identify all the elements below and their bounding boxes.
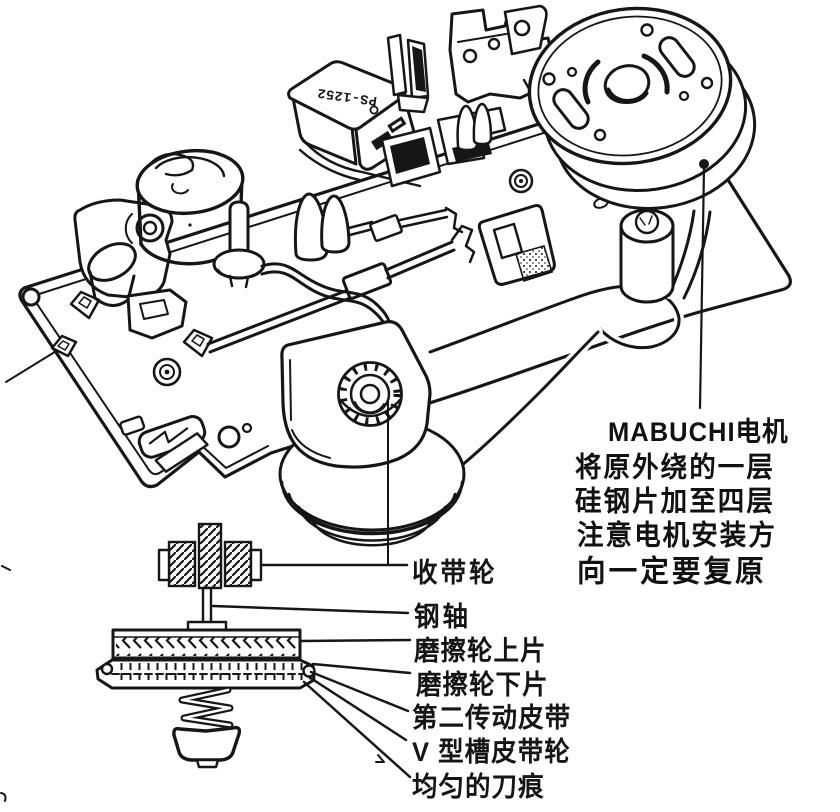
lever-sleeve bbox=[341, 262, 393, 300]
round-hole bbox=[217, 425, 241, 449]
small-pins-and-bracket bbox=[436, 102, 507, 166]
knife-mark-leader bbox=[302, 680, 412, 779]
corner-hole bbox=[21, 287, 41, 307]
friction-disc-upper bbox=[111, 628, 302, 660]
take-up-hub bbox=[157, 522, 263, 590]
frame-bracket bbox=[477, 204, 556, 286]
exploded-view bbox=[95, 522, 316, 769]
top-bracket bbox=[448, 4, 562, 142]
label-second-drive-belt: 第二传动皮带 bbox=[412, 703, 572, 734]
motor-leader bbox=[698, 166, 706, 410]
motor-leader-dot bbox=[699, 159, 709, 169]
belt-leader bbox=[309, 670, 410, 713]
linkage-levers bbox=[206, 204, 556, 354]
label-take-up-wheel: 收带轮 bbox=[412, 558, 498, 589]
shaft-leader bbox=[211, 604, 410, 615]
motor-slot-left bbox=[552, 88, 590, 130]
guide-pins bbox=[293, 192, 351, 262]
motor-slot-right bbox=[658, 36, 696, 78]
fork-post bbox=[386, 33, 430, 114]
motor-note-line-5: 向一定要复原 bbox=[577, 554, 767, 588]
label-friction-wheel-lower: 磨擦轮下片 bbox=[416, 670, 549, 701]
pivot-hub-hole bbox=[152, 357, 182, 387]
motor-note-line-1: MABUCHI电机 bbox=[608, 417, 789, 448]
slot-group bbox=[119, 415, 209, 473]
label-friction-wheel-upper: 磨擦轮上片 bbox=[414, 636, 547, 667]
screw-head bbox=[508, 168, 534, 194]
label-uniform-knife-marks: 均匀的刀痕 bbox=[412, 772, 545, 803]
erase-head-assembly bbox=[5, 148, 408, 383]
dark-band-component bbox=[380, 126, 442, 188]
friction-disc-lower bbox=[95, 658, 316, 690]
belt-post bbox=[619, 208, 675, 304]
mabuchi-motor bbox=[527, 6, 757, 210]
wire-end-clip bbox=[50, 334, 78, 358]
capstan-post bbox=[212, 200, 266, 289]
leader-lines bbox=[0, 159, 709, 802]
head-screw bbox=[135, 213, 165, 243]
lower-disc-leader bbox=[311, 662, 412, 675]
lower-clip bbox=[126, 288, 188, 340]
motor-note-line-2: 将原外绕的一层 bbox=[575, 450, 775, 483]
motor-note-line-4: 注意电机安装方 bbox=[577, 518, 777, 551]
upper-disc-leader bbox=[299, 638, 412, 643]
spring-wire bbox=[5, 349, 59, 383]
label-v-groove-pulley: V 型槽皮带轮 bbox=[412, 737, 571, 768]
vpulley-leader bbox=[307, 675, 408, 742]
twisted-clip-mid bbox=[182, 328, 214, 358]
ps1252-component: PS-1252 bbox=[287, 60, 422, 188]
pressure-spring bbox=[178, 686, 234, 729]
bottom-cap bbox=[172, 725, 242, 769]
knurled-knob bbox=[337, 361, 403, 427]
label-steel-shaft: 钢轴 bbox=[414, 602, 472, 633]
motor-note-line-3: 硅钢片加至四层 bbox=[575, 484, 775, 517]
small-hole bbox=[241, 422, 253, 434]
